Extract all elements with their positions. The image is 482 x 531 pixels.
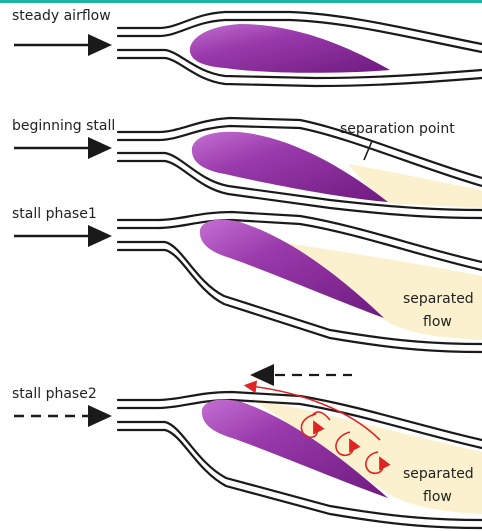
panel-label: steady airflow (12, 8, 111, 24)
top-accent-bar (0, 0, 482, 3)
inflow-arrow-head (88, 225, 112, 247)
panel-label: stall phase1 (12, 206, 97, 222)
airfoil (190, 24, 390, 73)
inflow-arrow-head (88, 34, 112, 56)
panel-stall-phase2: stall phase2 separated flow (12, 364, 482, 528)
region-label-line1: separated (403, 466, 474, 482)
region-label-line2: flow (423, 489, 452, 505)
separated-region (348, 164, 482, 208)
panel-label: stall phase2 (12, 386, 97, 402)
inflow-arrow-head (88, 405, 112, 427)
panel-label: beginning stall (12, 118, 115, 134)
separation-point-leader (364, 141, 372, 160)
inflow-arrow-head (88, 137, 112, 159)
separation-point-label: separation point (340, 121, 455, 137)
reverse-flow-arrow-head (250, 364, 274, 386)
panel-steady-airflow: steady airflow (12, 8, 482, 86)
region-label-line1: separated (403, 291, 474, 307)
panel-stall-phase1: stall phase1 separated flow (12, 206, 482, 352)
panel-beginning-stall: beginning stall separation point (12, 118, 482, 218)
region-label-line2: flow (423, 314, 452, 330)
